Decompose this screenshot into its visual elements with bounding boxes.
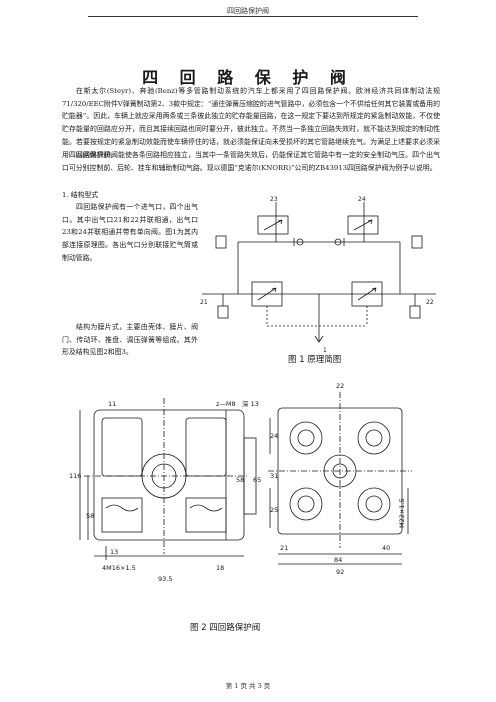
dim-31: 31 xyxy=(270,472,278,480)
dim-25: 25 xyxy=(270,506,278,514)
dim-40: 40 xyxy=(382,544,390,552)
dim-18: 18 xyxy=(216,564,224,572)
page-title: 四 回 路 保 护 阀 xyxy=(142,68,354,87)
dim-22: 22 xyxy=(336,382,344,390)
label-port-22: 22 xyxy=(426,299,434,306)
label-thread-z: z—M8 xyxy=(216,400,236,408)
figure2-drawing: 11 z—M8 深 13 116 58 58 65 13 4M16×1.5 18… xyxy=(69,382,412,583)
valve-23 xyxy=(257,215,289,235)
figure1-schematic: 23 24 21 22 1 xyxy=(200,196,436,354)
dim-84: 84 xyxy=(334,556,342,564)
dim-21: 21 xyxy=(280,544,288,552)
dim-92: 92 xyxy=(336,568,344,576)
header-rule xyxy=(88,16,418,17)
dim-116: 116 xyxy=(69,472,81,480)
label-port-23: 23 xyxy=(270,196,278,203)
dim-13: 13 xyxy=(110,548,118,556)
label-depth-13: 深 13 xyxy=(242,399,259,408)
figure2-caption: 图 2 四回路保护阀 xyxy=(190,623,261,633)
section-heading-structure: 1. 结构型式 xyxy=(62,191,99,199)
running-header: 四回路保护阀 xyxy=(227,7,269,15)
structure-paragraph: 四回路保护阀有一个进气口，四个出气口。其中出气口21和22并联相通，出气口23和… xyxy=(62,203,198,262)
dim-93-5: 93.5 xyxy=(158,575,172,583)
thread-outlet-label: M22×1.5 xyxy=(398,498,406,528)
label-port-24: 24 xyxy=(358,196,366,203)
thread-inlet-label: 4M16×1.5 xyxy=(102,564,136,572)
figure1-caption: 图 1 原理简图 xyxy=(288,355,342,365)
intro-paragraph: 在斯太尔(Steyr)、奔驰(Benz)等多管路制动系统的汽车上都采用了四回路保… xyxy=(62,87,440,159)
label-part-11: 11 xyxy=(108,400,116,408)
dim-58-left: 58 xyxy=(86,512,94,520)
components-paragraph: 结构为膜片式，主要由壳体、膜片、阀门、传动环、推盘、调压弹簧等组成。其外形及结构… xyxy=(62,323,198,357)
label-port-1: 1 xyxy=(323,347,327,354)
dim-65: 65 xyxy=(253,476,261,484)
page-footer: 第 1 页 共 3 页 xyxy=(225,682,271,690)
description-paragraph: 四回路保护阀能使各条回路相应独立，当其中一条管路失效后，仍能保证其它管路中有一定… xyxy=(62,151,440,172)
valve-body-side-view xyxy=(93,409,245,541)
label-port-21: 21 xyxy=(200,299,208,306)
dim-24: 24 xyxy=(270,432,278,440)
valve-24 xyxy=(347,215,379,235)
dim-58-right: 58 xyxy=(236,476,244,484)
